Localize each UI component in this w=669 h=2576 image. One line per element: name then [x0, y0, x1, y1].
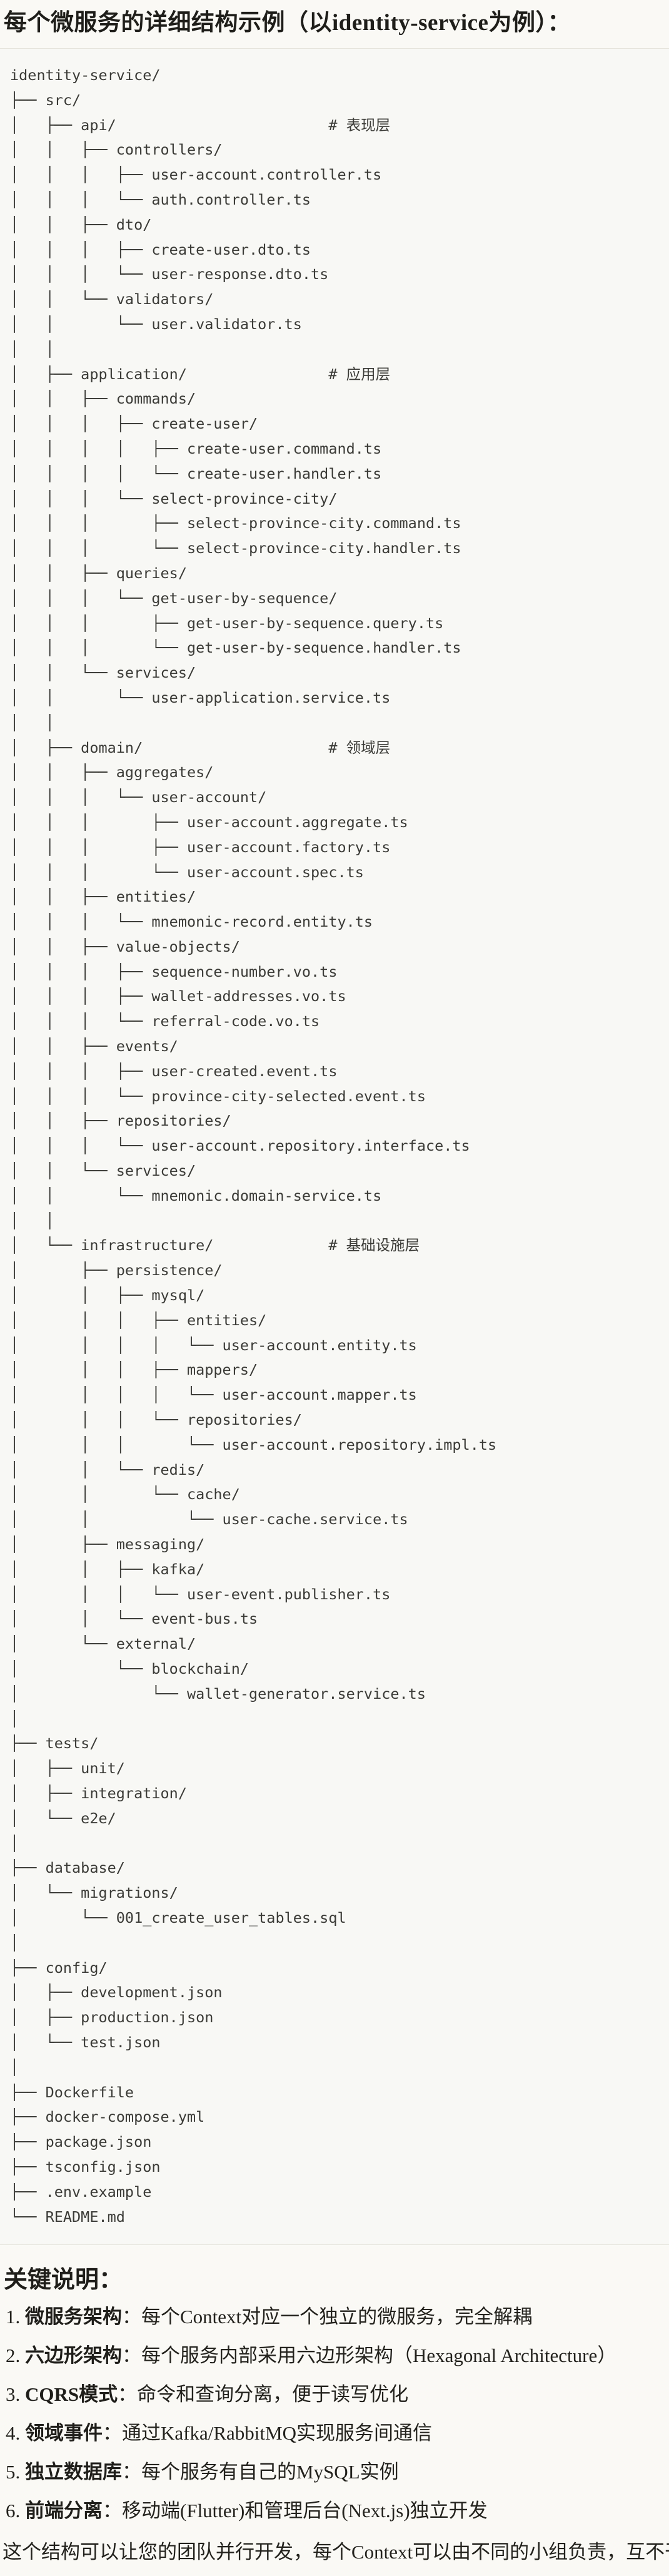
notes-heading: 关键说明：: [4, 2267, 123, 2294]
note-item: 6. 前端分离：移动端(Flutter)和管理后台(Next.js)独立开发: [6, 2498, 669, 2524]
closing-note: 这个结构可以让您的团队并行开发，每个Context可以由不同的小组负责，互不干扰…: [3, 2541, 669, 2563]
note-item: 2. 六边形架构：每个服务内部采用六边形架构（Hexagonal Archite…: [6, 2343, 669, 2369]
notes-list: 1. 微服务架构：每个Context对应一个独立的微服务，完全解耦 2. 六边形…: [0, 2304, 669, 2524]
note-item: 4. 领域事件：通过Kafka/RabbitMQ实现服务间通信: [6, 2420, 669, 2446]
code-block: identity-service/ ├── src/ │ ├── api/ # …: [0, 48, 669, 2246]
note-text: ：通过Kafka/RabbitMQ实现服务间通信: [103, 2422, 432, 2445]
note-number: 2.: [6, 2344, 25, 2367]
note-label: CQRS模式: [25, 2383, 118, 2406]
page-title: 每个微服务的详细结构示例（以identity-service为例）：: [4, 10, 571, 36]
note-text: ：移动端(Flutter)和管理后台(Next.js)独立开发: [103, 2500, 488, 2522]
note-label: 六边形架构: [25, 2344, 122, 2367]
note-label: 领域事件: [25, 2422, 103, 2445]
file-tree-text: identity-service/ ├── src/ │ ├── api/ # …: [10, 66, 497, 2226]
note-item: 1. 微服务架构：每个Context对应一个独立的微服务，完全解耦: [6, 2304, 669, 2330]
note-number: 4.: [6, 2422, 25, 2445]
note-label: 前端分离: [25, 2500, 103, 2522]
note-label: 独立数据库: [25, 2461, 122, 2483]
note-text: ：每个服务内部采用六边形架构（Hexagonal Architecture）: [122, 2344, 617, 2367]
note-label: 微服务架构: [25, 2306, 122, 2328]
note-text: ：每个Context对应一个独立的微服务，完全解耦: [122, 2306, 533, 2328]
note-text: ：命令和查询分离，便于读写优化: [118, 2383, 409, 2406]
note-item: 3. CQRS模式：命令和查询分离，便于读写优化: [6, 2381, 669, 2408]
note-number: 5.: [6, 2461, 25, 2483]
note-item: 5. 独立数据库：每个服务有自己的MySQL实例: [6, 2459, 669, 2485]
note-number: 3.: [6, 2383, 25, 2406]
note-number: 1.: [6, 2306, 25, 2328]
note-text: ：每个服务有自己的MySQL实例: [122, 2461, 399, 2483]
note-number: 6.: [6, 2500, 25, 2522]
